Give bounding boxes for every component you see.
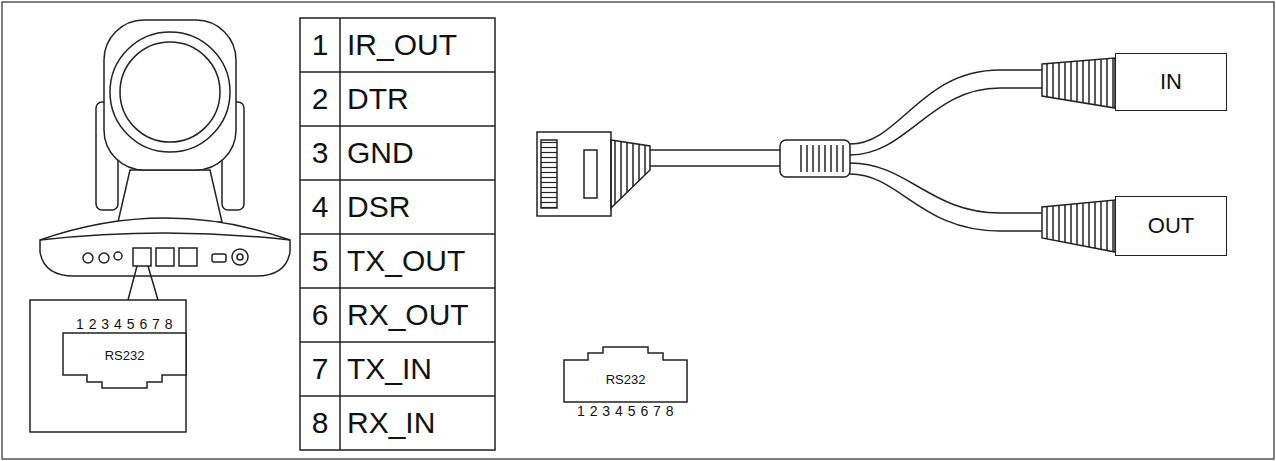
pin-number: 6 (300, 288, 340, 342)
signal-name: TX_OUT (347, 234, 493, 288)
rs232-jack: RS2321 2 3 4 5 6 7 8 (563, 346, 688, 419)
rs232-jack: 1 2 3 4 5 6 7 8RS232 (62, 316, 187, 389)
port-label: RS232 (563, 346, 688, 403)
signal-name: TX_IN (347, 342, 493, 396)
port-label: RS232 (62, 332, 187, 389)
signal-name: RX_OUT (347, 288, 493, 342)
pin-number: 4 (300, 180, 340, 234)
connector-box: IN (1115, 53, 1227, 111)
signal-name: DTR (347, 72, 493, 126)
signal-name: DSR (347, 180, 493, 234)
connector-label: OUT (1148, 213, 1194, 239)
signal-name: IR_OUT (347, 18, 493, 72)
cable-illustration (537, 58, 1115, 252)
pin-numbers: 1 2 3 4 5 6 7 8 (62, 316, 187, 332)
leader-line (148, 266, 158, 300)
pin-number: 8 (300, 396, 340, 450)
pin-number: 1 (300, 18, 340, 72)
pin-number: 2 (300, 72, 340, 126)
pin-number: 3 (300, 126, 340, 180)
signal-name: GND (347, 126, 493, 180)
camera-illustration (40, 20, 290, 276)
signal-name: RX_IN (347, 396, 493, 450)
pin-number: 5 (300, 234, 340, 288)
pin-numbers: 1 2 3 4 5 6 7 8 (563, 403, 688, 419)
pin-number: 7 (300, 342, 340, 396)
leader-line (128, 266, 137, 300)
pin-table-grid (300, 18, 495, 450)
connector-label: IN (1160, 69, 1182, 95)
connector-box: OUT (1115, 196, 1227, 256)
